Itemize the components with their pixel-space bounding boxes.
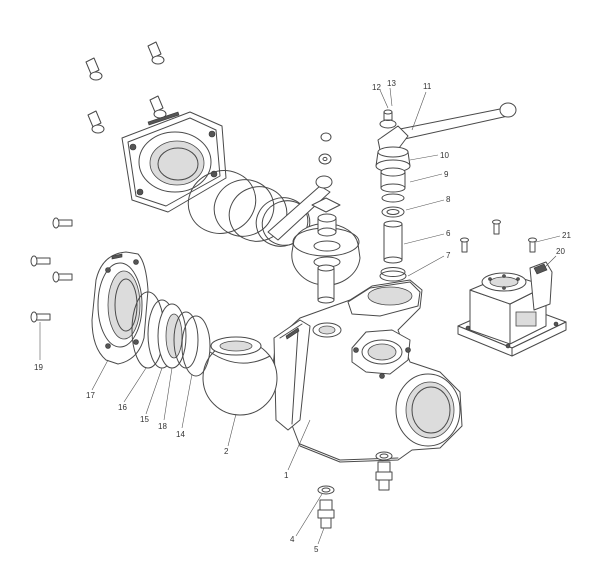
actuator-box — [457, 261, 567, 357]
bolt-left-1 — [52, 217, 73, 229]
part-label-13: 13 — [387, 79, 396, 88]
drain-plug-5 — [317, 499, 335, 529]
drain-fitting-right — [375, 451, 393, 491]
actuator-screw-1 — [460, 237, 469, 253]
part-label-9: 9 — [444, 170, 449, 179]
bolt-top-3 — [87, 110, 105, 134]
part-label-20: 20 — [556, 247, 565, 256]
part-label-19: 19 — [34, 363, 43, 372]
part-label-17: 17 — [86, 391, 95, 400]
part-label-14: 14 — [176, 430, 185, 439]
rear-ball-and-stem — [267, 132, 361, 338]
bolt-top-1 — [85, 57, 103, 81]
part-label-2: 2 — [224, 447, 229, 456]
part-label-11: 11 — [423, 82, 432, 91]
part-label-1: 1 — [284, 471, 289, 480]
part-label-5: 5 — [314, 545, 319, 554]
drain-washer-4 — [317, 485, 335, 495]
actuator-screw-2 — [492, 219, 501, 235]
actuator-screw-3 — [528, 237, 537, 253]
part-labels: 13 12 11 10 9 8 6 7 21 20 19 17 16 15 18… — [34, 79, 571, 554]
part-label-16: 16 — [118, 403, 127, 412]
front-round-flange — [91, 251, 149, 365]
rear-seal-rings — [187, 170, 311, 247]
part-label-6: 6 — [446, 229, 451, 238]
stem-stack — [375, 146, 411, 282]
front-seal-rings — [131, 291, 211, 377]
part-label-8: 8 — [446, 195, 451, 204]
part-label-10: 10 — [440, 151, 449, 160]
bolt-left-3 — [52, 271, 73, 283]
bolt-left-2 — [30, 255, 51, 267]
main-valve-body — [271, 279, 463, 463]
part-label-7: 7 — [446, 251, 451, 260]
bolt-top-2 — [147, 41, 165, 65]
part-label-15: 15 — [140, 415, 149, 424]
bolt-left-4 — [30, 311, 51, 323]
part-label-18: 18 — [158, 422, 167, 431]
bolt-top-4 — [149, 95, 167, 119]
part-label-12: 12 — [372, 83, 381, 92]
handle-lever — [377, 102, 517, 153]
part-label-21: 21 — [562, 231, 571, 240]
part-label-4: 4 — [290, 535, 295, 544]
front-ball — [202, 336, 278, 416]
leader-lines — [39, 87, 561, 545]
rear-square-flange — [121, 111, 227, 213]
